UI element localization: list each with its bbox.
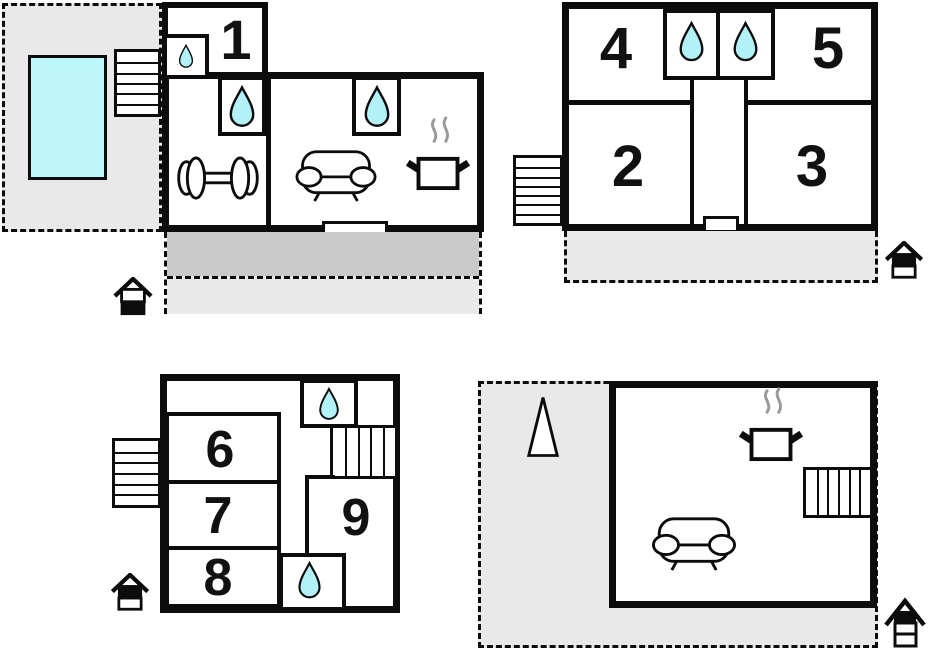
room-label: 7: [203, 487, 233, 545]
water-drop-icon: [363, 85, 391, 131]
sofa-icon: [648, 515, 740, 571]
house-level-upper-icon: [110, 573, 150, 612]
interior-wall: [748, 100, 872, 105]
sofa-icon: [291, 148, 381, 202]
room-label: 1: [220, 8, 252, 71]
water-drop-icon: [678, 19, 705, 67]
stairs-indoor-icon: [330, 425, 398, 479]
water-drop-icon: [732, 19, 759, 67]
room-9-wall: [305, 475, 335, 479]
room-label: 3: [795, 134, 829, 199]
house-level-lower-icon: [112, 277, 154, 317]
stairs-icon: [513, 155, 563, 226]
room-label: 6: [205, 421, 235, 479]
interior-wall: [266, 76, 271, 232]
room-label: 9: [341, 489, 371, 547]
tree-icon: [524, 394, 562, 460]
swimming-pool: [28, 55, 107, 180]
terrace-open: [167, 276, 479, 314]
room-9-wall: [305, 475, 309, 558]
dumbbell-icon: [174, 155, 262, 201]
stairs-icon: [114, 49, 161, 117]
stairs-icon: [112, 438, 161, 508]
terrace-covered: [167, 232, 479, 276]
room-label: 4: [599, 16, 633, 81]
room-label: 8: [203, 549, 233, 607]
cooking-pot-icon: [737, 385, 805, 463]
house-level-top-icon: [883, 597, 927, 649]
water-drop-icon: [228, 85, 256, 131]
stairs-indoor-icon: [803, 467, 873, 518]
bathroom-cell: [663, 9, 720, 80]
terrace-open: [564, 231, 878, 283]
hallway-wall: [744, 80, 748, 225]
house-level-upper-icon: [884, 241, 924, 280]
room-label: 5: [811, 16, 845, 81]
cooking-pot-icon: [404, 114, 472, 192]
terrace: [164, 232, 482, 314]
water-drop-icon: [318, 386, 340, 424]
hallway-wall: [690, 80, 694, 225]
water-drop-icon: [297, 560, 322, 603]
room-label: 2: [611, 134, 645, 199]
water-drop-icon: [178, 44, 194, 70]
interior-wall: [569, 100, 690, 105]
